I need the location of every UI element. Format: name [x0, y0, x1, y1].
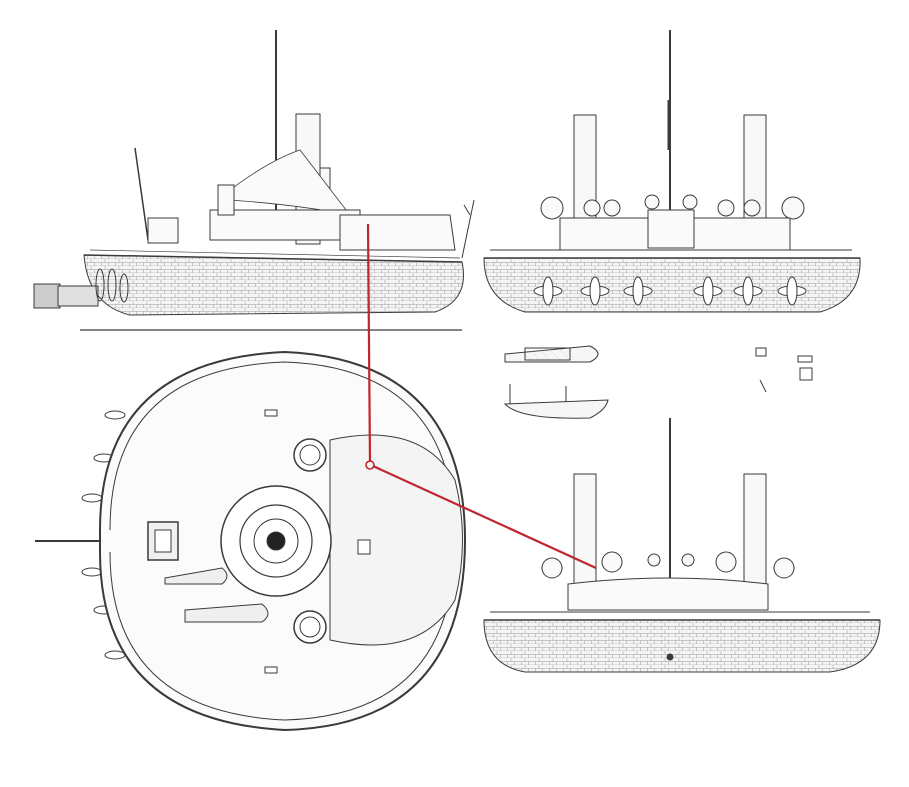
callout-lines [365, 223, 597, 570]
bow-ventilators [541, 551, 795, 579]
awning [229, 149, 351, 216]
plan-view [35, 350, 467, 732]
side-propellers [95, 268, 129, 303]
callout-point [365, 460, 375, 470]
stern-hull [483, 257, 861, 313]
detail-fittings [755, 347, 813, 393]
bow-funnel-right [743, 473, 767, 585]
stern-elevation-view [483, 30, 861, 313]
side-elevation-view [33, 30, 475, 331]
side-hull [83, 254, 464, 316]
plan-boat-lower [184, 603, 269, 623]
callout-line-diagonal [372, 464, 597, 570]
deckhouse [209, 209, 361, 241]
fore-mast [134, 147, 149, 241]
boat-plan-view [504, 345, 599, 363]
forward-deckhouse [339, 214, 456, 251]
turret-hatch [266, 531, 286, 551]
bow-hull [483, 619, 881, 673]
plan-foredeck [329, 434, 463, 646]
boat-profile-view [503, 384, 609, 419]
callout-line-vertical [366, 223, 372, 463]
stern-propellers [533, 276, 807, 306]
bow-deckhouse [567, 577, 769, 611]
bow-elevation-view [483, 418, 881, 673]
stern-ventilators [540, 194, 805, 220]
rudder-block [33, 283, 61, 309]
plan-boat-upper [164, 567, 228, 585]
